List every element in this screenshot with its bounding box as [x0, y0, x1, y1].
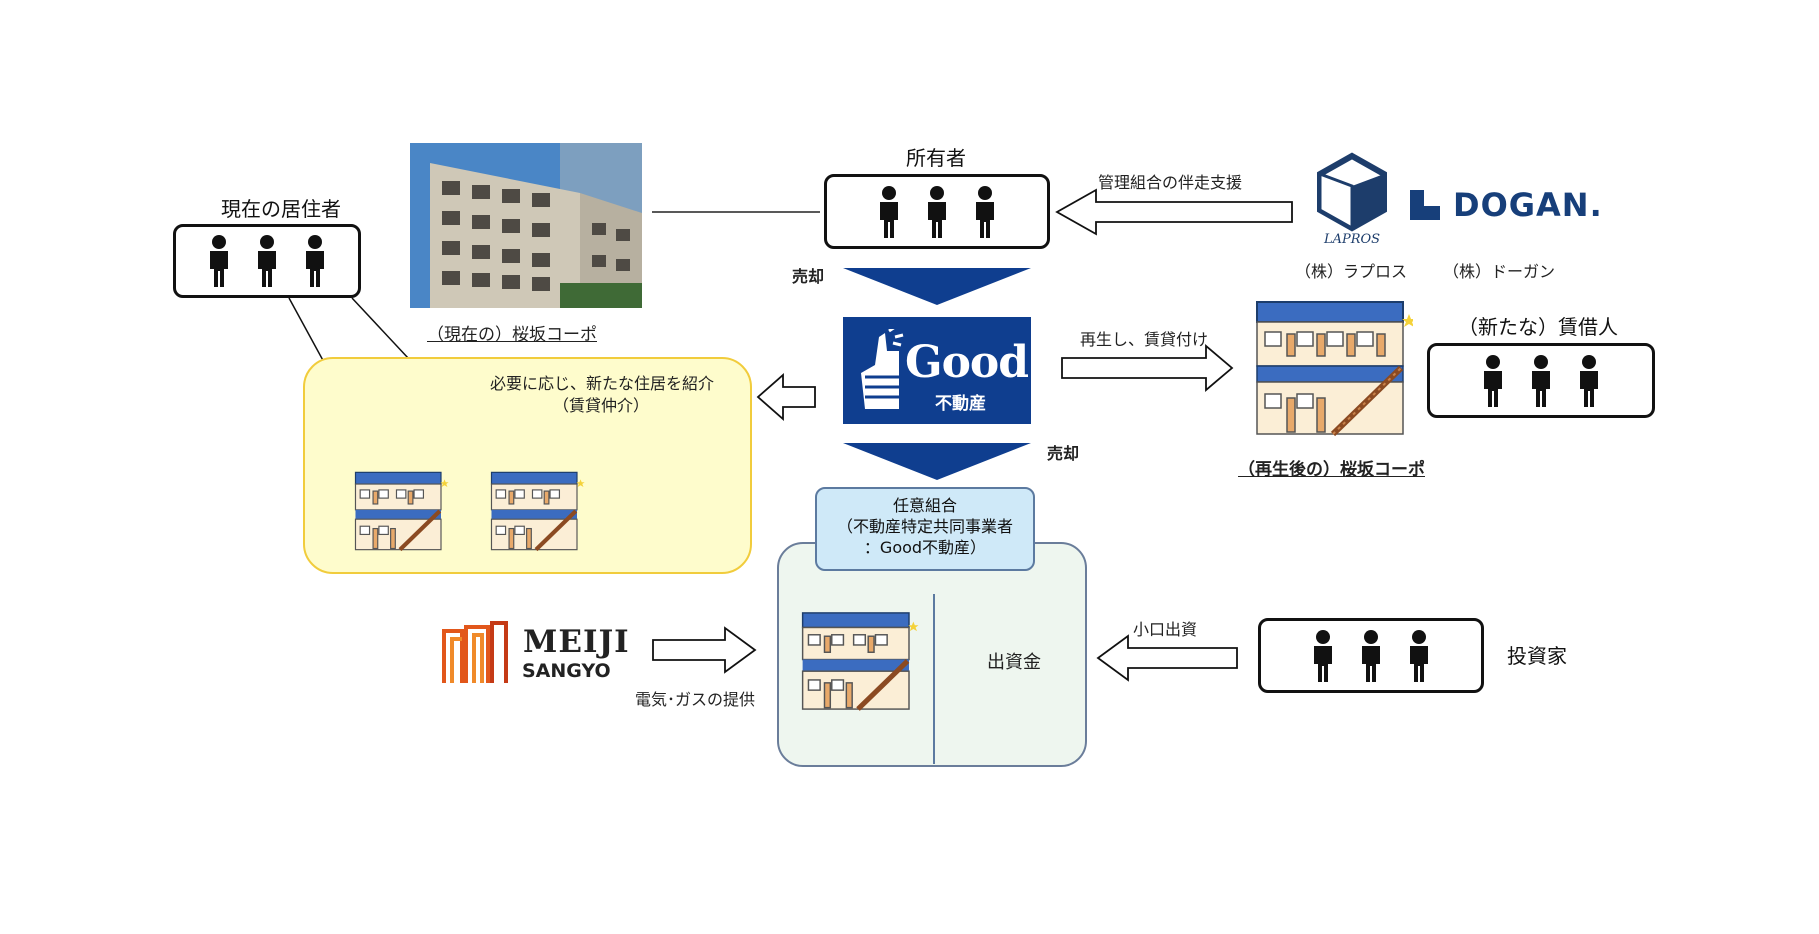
svg-text:LAPROS: LAPROS [1323, 232, 1380, 246]
good-logo-word: Good [905, 337, 1029, 388]
person-icon [928, 185, 946, 238]
owners-label: 所有者 [906, 146, 966, 170]
investment-arrow [1096, 634, 1238, 682]
apartment-illustration-2 [490, 471, 585, 552]
person-icon [1532, 354, 1550, 407]
new-housing-label-line1: 必要に応じ、新たな住居を紹介 [490, 374, 715, 393]
dogan-logo-text: DOGAN. [1453, 186, 1603, 224]
person-icon [1580, 354, 1598, 407]
renovated-building-illustration [1256, 301, 1413, 437]
utility-supply-label: 電気･ガスの提供 [635, 690, 756, 709]
dogan-logo-mark [1410, 190, 1440, 220]
new-tenants-label: （新たな）賃借人 [1458, 315, 1618, 339]
current-building-photo [410, 143, 642, 308]
partnership-divider [933, 594, 935, 764]
thumbs-up-icon [861, 329, 904, 409]
support-arrow [1055, 188, 1293, 236]
renovate-arrow [1061, 344, 1234, 392]
sale-label-bottom: 売却 [1047, 444, 1080, 463]
sale-chevron-top [843, 268, 1031, 305]
dogan-corp-label: （株）ドーガン [1443, 262, 1556, 281]
apartment-illustration-1 [354, 471, 449, 552]
current-residents-box [173, 224, 361, 298]
new-housing-label-line2: （賃貸仲介） [553, 396, 650, 415]
current-residents-label: 現在の居住者 [221, 197, 341, 221]
renovate-lease-label: 再生し、賃貸付け [1080, 330, 1209, 349]
person-icon [210, 235, 228, 287]
person-icon [1484, 354, 1502, 407]
person-icon [976, 185, 994, 238]
capital-label: 出資金 [987, 652, 1041, 673]
management-support-label: 管理組合の伴走支援 [1098, 173, 1243, 192]
meiji-sangyo-mark [442, 621, 508, 683]
partnership-operator: ：Good不動産） [863, 538, 987, 557]
renovated-building-label: （再生後の）桜坂コーポ [1238, 460, 1425, 480]
laprus-logo: LAPROS [1317, 152, 1387, 246]
partnership-header: 任意組合 （不動産特定共同事業者 ：Good不動産） [815, 487, 1035, 571]
current-building-label: （現在の）桜坂コーポ [427, 325, 597, 345]
partnership-subtitle: （不動産特定共同事業者 [836, 517, 1013, 536]
meiji-logo-text: MEIJI [523, 624, 630, 660]
person-icon [880, 185, 898, 238]
sangyo-logo-text: SANGYO [522, 660, 611, 682]
person-icon [1410, 629, 1428, 682]
person-icon [306, 235, 324, 287]
person-icon [1314, 629, 1332, 682]
partnership-apartment-illustration [801, 612, 919, 711]
laprus-corp-label: （株）ラプロス [1295, 262, 1408, 281]
person-icon [1362, 629, 1380, 682]
partnership-title: 任意組合 [892, 496, 957, 515]
sale-label-top: 売却 [792, 267, 825, 286]
investors-label: 投資家 [1507, 644, 1567, 668]
sale-chevron-bottom [843, 443, 1031, 480]
investors-box [1258, 618, 1484, 693]
good-fudosan-logo: Good 不動産 [843, 317, 1031, 424]
owners-box [824, 174, 1050, 249]
housing-arrow [756, 373, 816, 421]
person-icon [258, 235, 276, 287]
utility-arrow [652, 626, 757, 674]
small-investment-label: 小口出資 [1133, 620, 1198, 639]
good-logo-sub: 不動産 [935, 394, 986, 414]
new-tenants-box [1427, 343, 1655, 418]
